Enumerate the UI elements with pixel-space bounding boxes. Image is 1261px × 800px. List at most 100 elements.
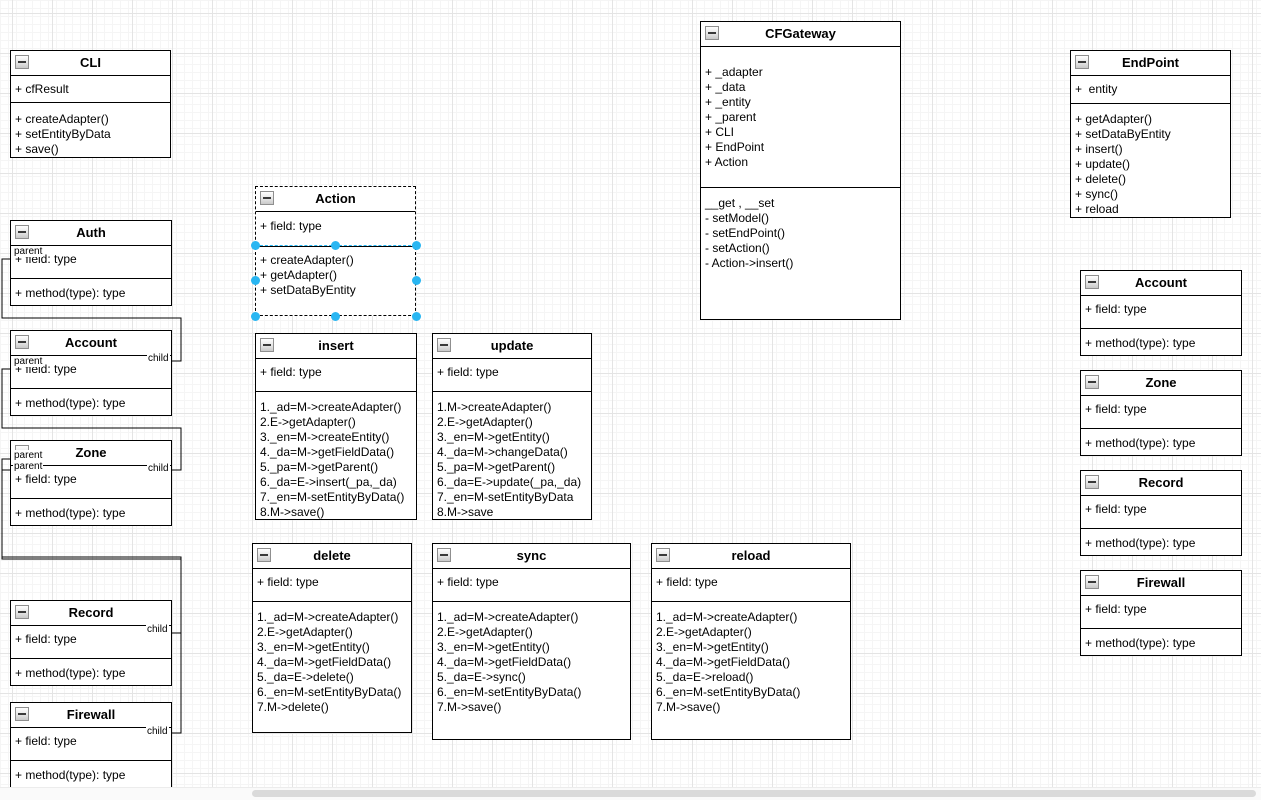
class-firewall-left[interactable]: Firewall + field: type + method(type): typ… bbox=[10, 702, 172, 788]
class-compartment: + createAdapter()+ setEntityByData+ save… bbox=[11, 102, 170, 157]
collapse-minus-icon[interactable] bbox=[437, 338, 451, 352]
member-line: + field: type bbox=[15, 734, 77, 748]
member-line: 1._ad=M->createAdapter() bbox=[656, 610, 798, 624]
member-line: 4._da=M->getFieldData() bbox=[656, 655, 791, 669]
member-line: + getAdapter() bbox=[1075, 112, 1153, 126]
collapse-minus-icon[interactable] bbox=[656, 548, 670, 562]
class-account-left[interactable]: Account+ field: type+ method(type): type bbox=[10, 330, 172, 416]
selection-handle-n[interactable] bbox=[331, 240, 340, 250]
member-line: 5._pa=M->getParent() bbox=[437, 459, 556, 474]
selection-handle-w[interactable] bbox=[250, 276, 260, 285]
member-line: 3._en=M->createEntity() bbox=[260, 429, 390, 444]
class-title-bar: CLI bbox=[11, 51, 170, 75]
class-compartment: + method(type): type bbox=[1081, 428, 1241, 455]
edge-label-parent[interactable]: parent bbox=[13, 356, 44, 367]
class-auth[interactable]: Auth+ field: type+ method(type): type bbox=[10, 220, 172, 306]
selection-handle-ne[interactable] bbox=[411, 240, 421, 250]
class-title-bar: Auth bbox=[11, 221, 171, 245]
class-compartment: + method(type): type bbox=[11, 278, 171, 305]
edge-label-parent[interactable]: parent bbox=[13, 450, 44, 461]
member-line: 7._en=M-setEntityByData() bbox=[260, 489, 405, 504]
collapse-minus-icon[interactable] bbox=[257, 548, 271, 562]
edge-label-parent[interactable]: parent bbox=[13, 246, 44, 257]
class-title-bar: sync bbox=[433, 544, 630, 568]
collapse-minus-icon[interactable] bbox=[437, 548, 451, 562]
class-firewall-right[interactable]: Firewall+ field: type+ method(type): typ… bbox=[1080, 570, 1242, 656]
collapse-minus-icon[interactable] bbox=[260, 191, 274, 205]
class-compartment: 1._ad=M->createAdapter()2.E->getAdapter(… bbox=[256, 390, 416, 519]
class-title: Account bbox=[65, 335, 117, 350]
collapse-minus-icon[interactable] bbox=[1075, 55, 1089, 69]
edge-label-parent[interactable]: parent bbox=[13, 461, 44, 472]
horizontal-scrollbar-track[interactable] bbox=[0, 787, 1261, 800]
class-endpoint[interactable]: EndPoint+ entity + getAdapter()+ setDataB… bbox=[1070, 50, 1231, 218]
edge-label-child[interactable]: child bbox=[147, 353, 170, 364]
class-compartment: + method(type): type bbox=[1081, 528, 1241, 555]
member-line: 1._ad=M->createAdapter() bbox=[260, 399, 402, 414]
edge-label-child[interactable]: child bbox=[146, 624, 169, 635]
member-line: + field: type bbox=[260, 219, 322, 233]
class-account-right[interactable]: Account+ field: type+ method(type): type bbox=[1080, 270, 1242, 356]
member-line: 6._da=E->update(_pa,_da) bbox=[437, 474, 582, 489]
member-line: + insert() bbox=[1075, 142, 1123, 156]
member-line: + sync() bbox=[1075, 187, 1119, 201]
collapse-minus-icon[interactable] bbox=[15, 225, 29, 239]
class-action[interactable]: Action+ field: type+ createAdapter()+ ge… bbox=[255, 186, 416, 316]
member-line: 2.E->getAdapter() bbox=[437, 414, 533, 429]
class-title: Firewall bbox=[1136, 575, 1186, 590]
class-title: EndPoint bbox=[1121, 55, 1180, 70]
member-line: + method(type): type bbox=[1085, 436, 1196, 450]
class-title-bar: Record bbox=[1081, 471, 1241, 495]
class-cli[interactable]: CLI+ cfResult+ createAdapter()+ setEntit… bbox=[10, 50, 171, 158]
class-title-bar: Zone bbox=[1081, 371, 1241, 395]
member-line: 7._en=M-setEntityByData bbox=[437, 489, 574, 504]
class-record-left[interactable]: Record+ field: type+ method(type): type bbox=[10, 600, 172, 686]
class-title: Firewall bbox=[66, 707, 116, 722]
member-line: 4._da=M->getFieldData() bbox=[260, 444, 395, 459]
selection-handle-se[interactable] bbox=[411, 311, 421, 321]
member-line: + field: type bbox=[1085, 502, 1147, 516]
horizontal-scrollbar-thumb[interactable] bbox=[252, 790, 1256, 797]
member-line: 8.M->save() bbox=[260, 504, 325, 519]
selection-handle-e[interactable] bbox=[411, 276, 421, 285]
class-compartment: + method(type): type bbox=[11, 498, 171, 525]
class-title-bar: Account bbox=[1081, 271, 1241, 295]
collapse-minus-icon[interactable] bbox=[15, 55, 29, 69]
member-line: + getAdapter() bbox=[260, 268, 338, 282]
selection-handle-nw[interactable] bbox=[250, 240, 260, 250]
member-line: 7.M->save() bbox=[656, 700, 721, 714]
edge-label-child[interactable]: child bbox=[147, 463, 170, 474]
class-zone-right[interactable]: Zone+ field: type+ method(type): type bbox=[1080, 370, 1242, 456]
class-title: insert bbox=[318, 338, 354, 353]
collapse-minus-icon[interactable] bbox=[1085, 475, 1099, 489]
selection-handle-sw[interactable] bbox=[250, 311, 260, 321]
selection-handle-s[interactable] bbox=[331, 311, 340, 321]
class-cfgateway[interactable]: CFGateway+ _adapter+ _data+ _entity+ _pa… bbox=[700, 21, 901, 320]
member-line: + entity bbox=[1075, 82, 1118, 96]
class-compartment: + _adapter+ _data+ _entity+ _parent+ CLI… bbox=[701, 46, 900, 187]
class-record-right[interactable]: Record + field: type + method(type): type bbox=[1080, 470, 1242, 556]
member-line: - setAction() bbox=[705, 241, 770, 255]
collapse-minus-icon[interactable] bbox=[1085, 275, 1099, 289]
collapse-minus-icon[interactable] bbox=[1085, 375, 1099, 389]
member-line: - setModel() bbox=[705, 211, 770, 225]
class-compartment: 1._ad=M->createAdapter()2.E->getAdapter(… bbox=[433, 601, 630, 739]
collapse-minus-icon[interactable] bbox=[260, 338, 274, 352]
member-line: + reload bbox=[1075, 202, 1119, 216]
member-line: 5._da=E->reload() bbox=[656, 670, 754, 684]
class-title-bar: reload bbox=[652, 544, 850, 568]
member-line: 2.E->getAdapter() bbox=[437, 625, 533, 639]
class-compartment: + getAdapter()+ setDataByEntity+ insert(… bbox=[1071, 103, 1230, 217]
collapse-minus-icon[interactable] bbox=[1085, 575, 1099, 589]
class-compartment: + cfResult bbox=[11, 75, 170, 102]
class-compartment: + method(type): type bbox=[11, 760, 171, 787]
member-line: 6._en=M-setEntityByData() bbox=[437, 685, 582, 699]
collapse-minus-icon[interactable] bbox=[705, 26, 719, 40]
edge-label-child[interactable]: child bbox=[146, 726, 169, 737]
